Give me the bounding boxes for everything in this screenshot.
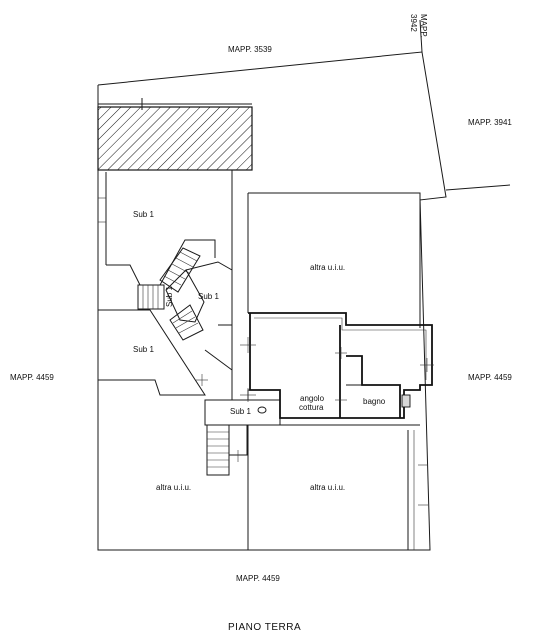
altra-top-walls xyxy=(248,192,421,328)
boundary-stub-east xyxy=(445,184,511,191)
room-label-sub1-stair: Sub 1 xyxy=(165,286,174,307)
sub1-upper-bottom-wall xyxy=(106,239,216,286)
room-label-angolo: angolo xyxy=(300,394,325,403)
room-label-sub1-bottom: Sub 1 xyxy=(230,407,251,416)
stair-bottom xyxy=(206,424,230,476)
boundary-stub-north xyxy=(419,19,423,53)
room-label-cottura: cottura xyxy=(299,403,324,412)
parcel-label-west: MAPP. 4459 xyxy=(10,373,54,382)
stair-lower xyxy=(169,304,204,341)
unit-outer-walls xyxy=(248,312,433,419)
room-label-altra-bottom-left: altra u.i.u. xyxy=(156,483,191,492)
hatched-roof xyxy=(97,106,253,171)
parcel-label-northeast: MAPP. 3941 xyxy=(468,118,512,127)
stair-upper-step-2 xyxy=(167,269,186,280)
stair-upper-step-5 xyxy=(179,251,198,262)
parcel-label-north-corner-2: 3942 xyxy=(409,14,418,32)
room-label-sub1-left: Sub 1 xyxy=(133,345,154,354)
sub1-lower-walls xyxy=(98,309,206,396)
drawing-title: PIANO TERRA xyxy=(228,622,301,633)
stair-upper-step-3 xyxy=(171,263,190,274)
bath-walls xyxy=(346,355,401,418)
stair-core xyxy=(165,269,205,323)
stair-landing xyxy=(137,284,165,310)
stair-upper xyxy=(159,247,201,293)
room-label-sub1-top: Sub 1 xyxy=(133,210,154,219)
room-label-altra-bottom-right: altra u.i.u. xyxy=(310,483,345,492)
parcel-label-south: MAPP. 4459 xyxy=(236,574,280,583)
parcel-label-north: MAPP. 3539 xyxy=(228,45,272,54)
parcel-label-north-corner-1: MAPP. xyxy=(419,14,428,38)
stair-lower-step-3 xyxy=(178,322,199,334)
bath-window xyxy=(401,394,411,408)
sub1-upper-walls xyxy=(98,169,233,326)
stair-upper-step-1 xyxy=(163,275,182,286)
stair-lower-step-1 xyxy=(172,310,193,324)
sub1-center-inner xyxy=(204,349,233,371)
stair-lower-step-2 xyxy=(175,316,196,329)
washbasin-symbol xyxy=(257,406,267,414)
room-label-sub1-center: Sub 1 xyxy=(198,292,219,301)
parcel-label-east: MAPP. 4459 xyxy=(468,373,512,382)
room-label-altra-top: altra u.i.u. xyxy=(310,263,345,272)
room-label-bagno: bagno xyxy=(363,397,386,406)
unit-inner-walls xyxy=(254,317,427,380)
stair-upper-step-4 xyxy=(175,257,194,268)
